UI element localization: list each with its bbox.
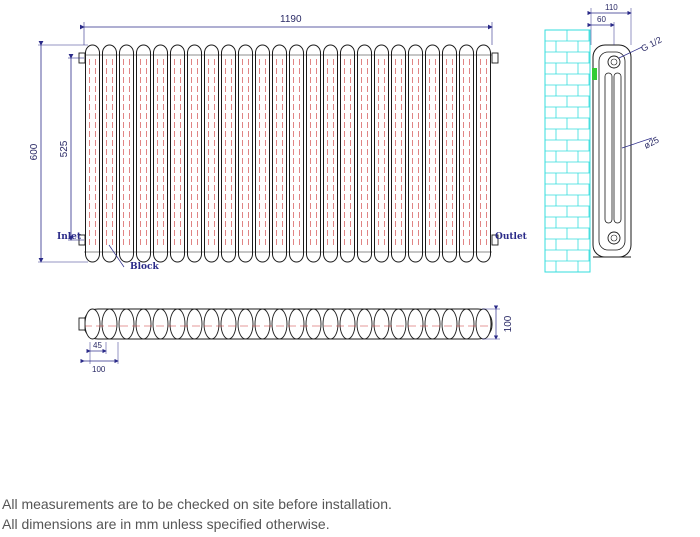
plan-section <box>254 308 271 340</box>
plan-section <box>288 308 305 340</box>
radiator-column <box>424 44 441 263</box>
radiator-column <box>135 44 152 263</box>
front-elevation <box>78 44 499 263</box>
wall-offset-value: 60 <box>597 15 606 24</box>
plan-section <box>220 308 237 340</box>
radiator-column <box>169 44 186 263</box>
plan-section <box>390 308 407 340</box>
plan-section <box>339 308 356 340</box>
radiator-column <box>475 44 492 263</box>
plan-depth-dimension: 100 <box>482 305 514 340</box>
tube-diameter: ø25 <box>642 135 660 151</box>
plan-section <box>356 308 373 340</box>
radiator-column <box>203 44 220 263</box>
plan-section <box>203 308 220 340</box>
width-dimension: 1190 <box>80 14 493 45</box>
height-dimension: 600 <box>29 41 88 263</box>
plan-section <box>407 308 424 340</box>
radiator-column <box>356 44 373 263</box>
centres-dimension: 525 <box>59 54 84 241</box>
section-pitch-dimension: 45 100 <box>80 341 119 374</box>
radiator-technical-drawing: 1190 600 525 Inlet Outlet Block <box>29 3 663 374</box>
plan-section <box>118 308 135 340</box>
plan-section <box>424 308 441 340</box>
plan-section <box>458 308 475 340</box>
plan-section <box>237 308 254 340</box>
block-label: Block <box>130 262 160 272</box>
brick-wall-icon <box>544 29 591 273</box>
plan-section <box>84 308 101 340</box>
radiator-column <box>271 44 288 263</box>
radiator-column <box>220 44 237 263</box>
radiator-column <box>407 44 424 263</box>
radiator-column <box>288 44 305 263</box>
radiator-column <box>84 44 101 263</box>
radiator-column <box>254 44 271 263</box>
radiator-column <box>441 44 458 263</box>
plan-section <box>271 308 288 340</box>
plan-section <box>152 308 169 340</box>
height-value: 600 <box>29 143 40 160</box>
radiator-column <box>305 44 322 263</box>
side-elevation: 110 60 G 1/2 ø25 <box>544 3 663 273</box>
plan-view <box>78 308 493 340</box>
radiator-column <box>186 44 203 263</box>
plan-section <box>475 308 492 340</box>
depth-value: 110 <box>605 3 618 12</box>
installation-note: All measurements are to be checked on si… <box>2 496 392 512</box>
radiator-column <box>339 44 356 263</box>
radiator-column <box>390 44 407 263</box>
end-plug <box>491 234 499 246</box>
connection-size: G 1/2 <box>639 35 663 54</box>
inlet-label: Inlet <box>57 232 82 242</box>
plan-section <box>169 308 186 340</box>
radiator-column <box>373 44 390 263</box>
radiator-column <box>118 44 135 263</box>
plan-section <box>441 308 458 340</box>
end-plug <box>491 52 499 64</box>
connection-labels: Inlet Outlet Block <box>57 232 528 272</box>
pitch-value: 45 <box>93 341 102 350</box>
valve-icon <box>592 68 597 80</box>
radiator-column <box>237 44 254 263</box>
plan-section <box>322 308 339 340</box>
outlet-label: Outlet <box>495 232 528 242</box>
plan-section <box>101 308 118 340</box>
radiator-column <box>322 44 339 263</box>
width-value: 1190 <box>280 14 302 25</box>
radiator-column <box>152 44 169 263</box>
plan-section <box>305 308 322 340</box>
radiator-column <box>101 44 118 263</box>
plan-section <box>135 308 152 340</box>
plan-section <box>186 308 203 340</box>
plan-section <box>373 308 390 340</box>
units-note: All dimensions are in mm unless specifie… <box>2 516 330 532</box>
plan-depth-value: 100 <box>503 315 514 332</box>
radiator-column <box>458 44 475 263</box>
centres-value: 525 <box>59 140 70 157</box>
end-width-value: 100 <box>92 365 106 374</box>
